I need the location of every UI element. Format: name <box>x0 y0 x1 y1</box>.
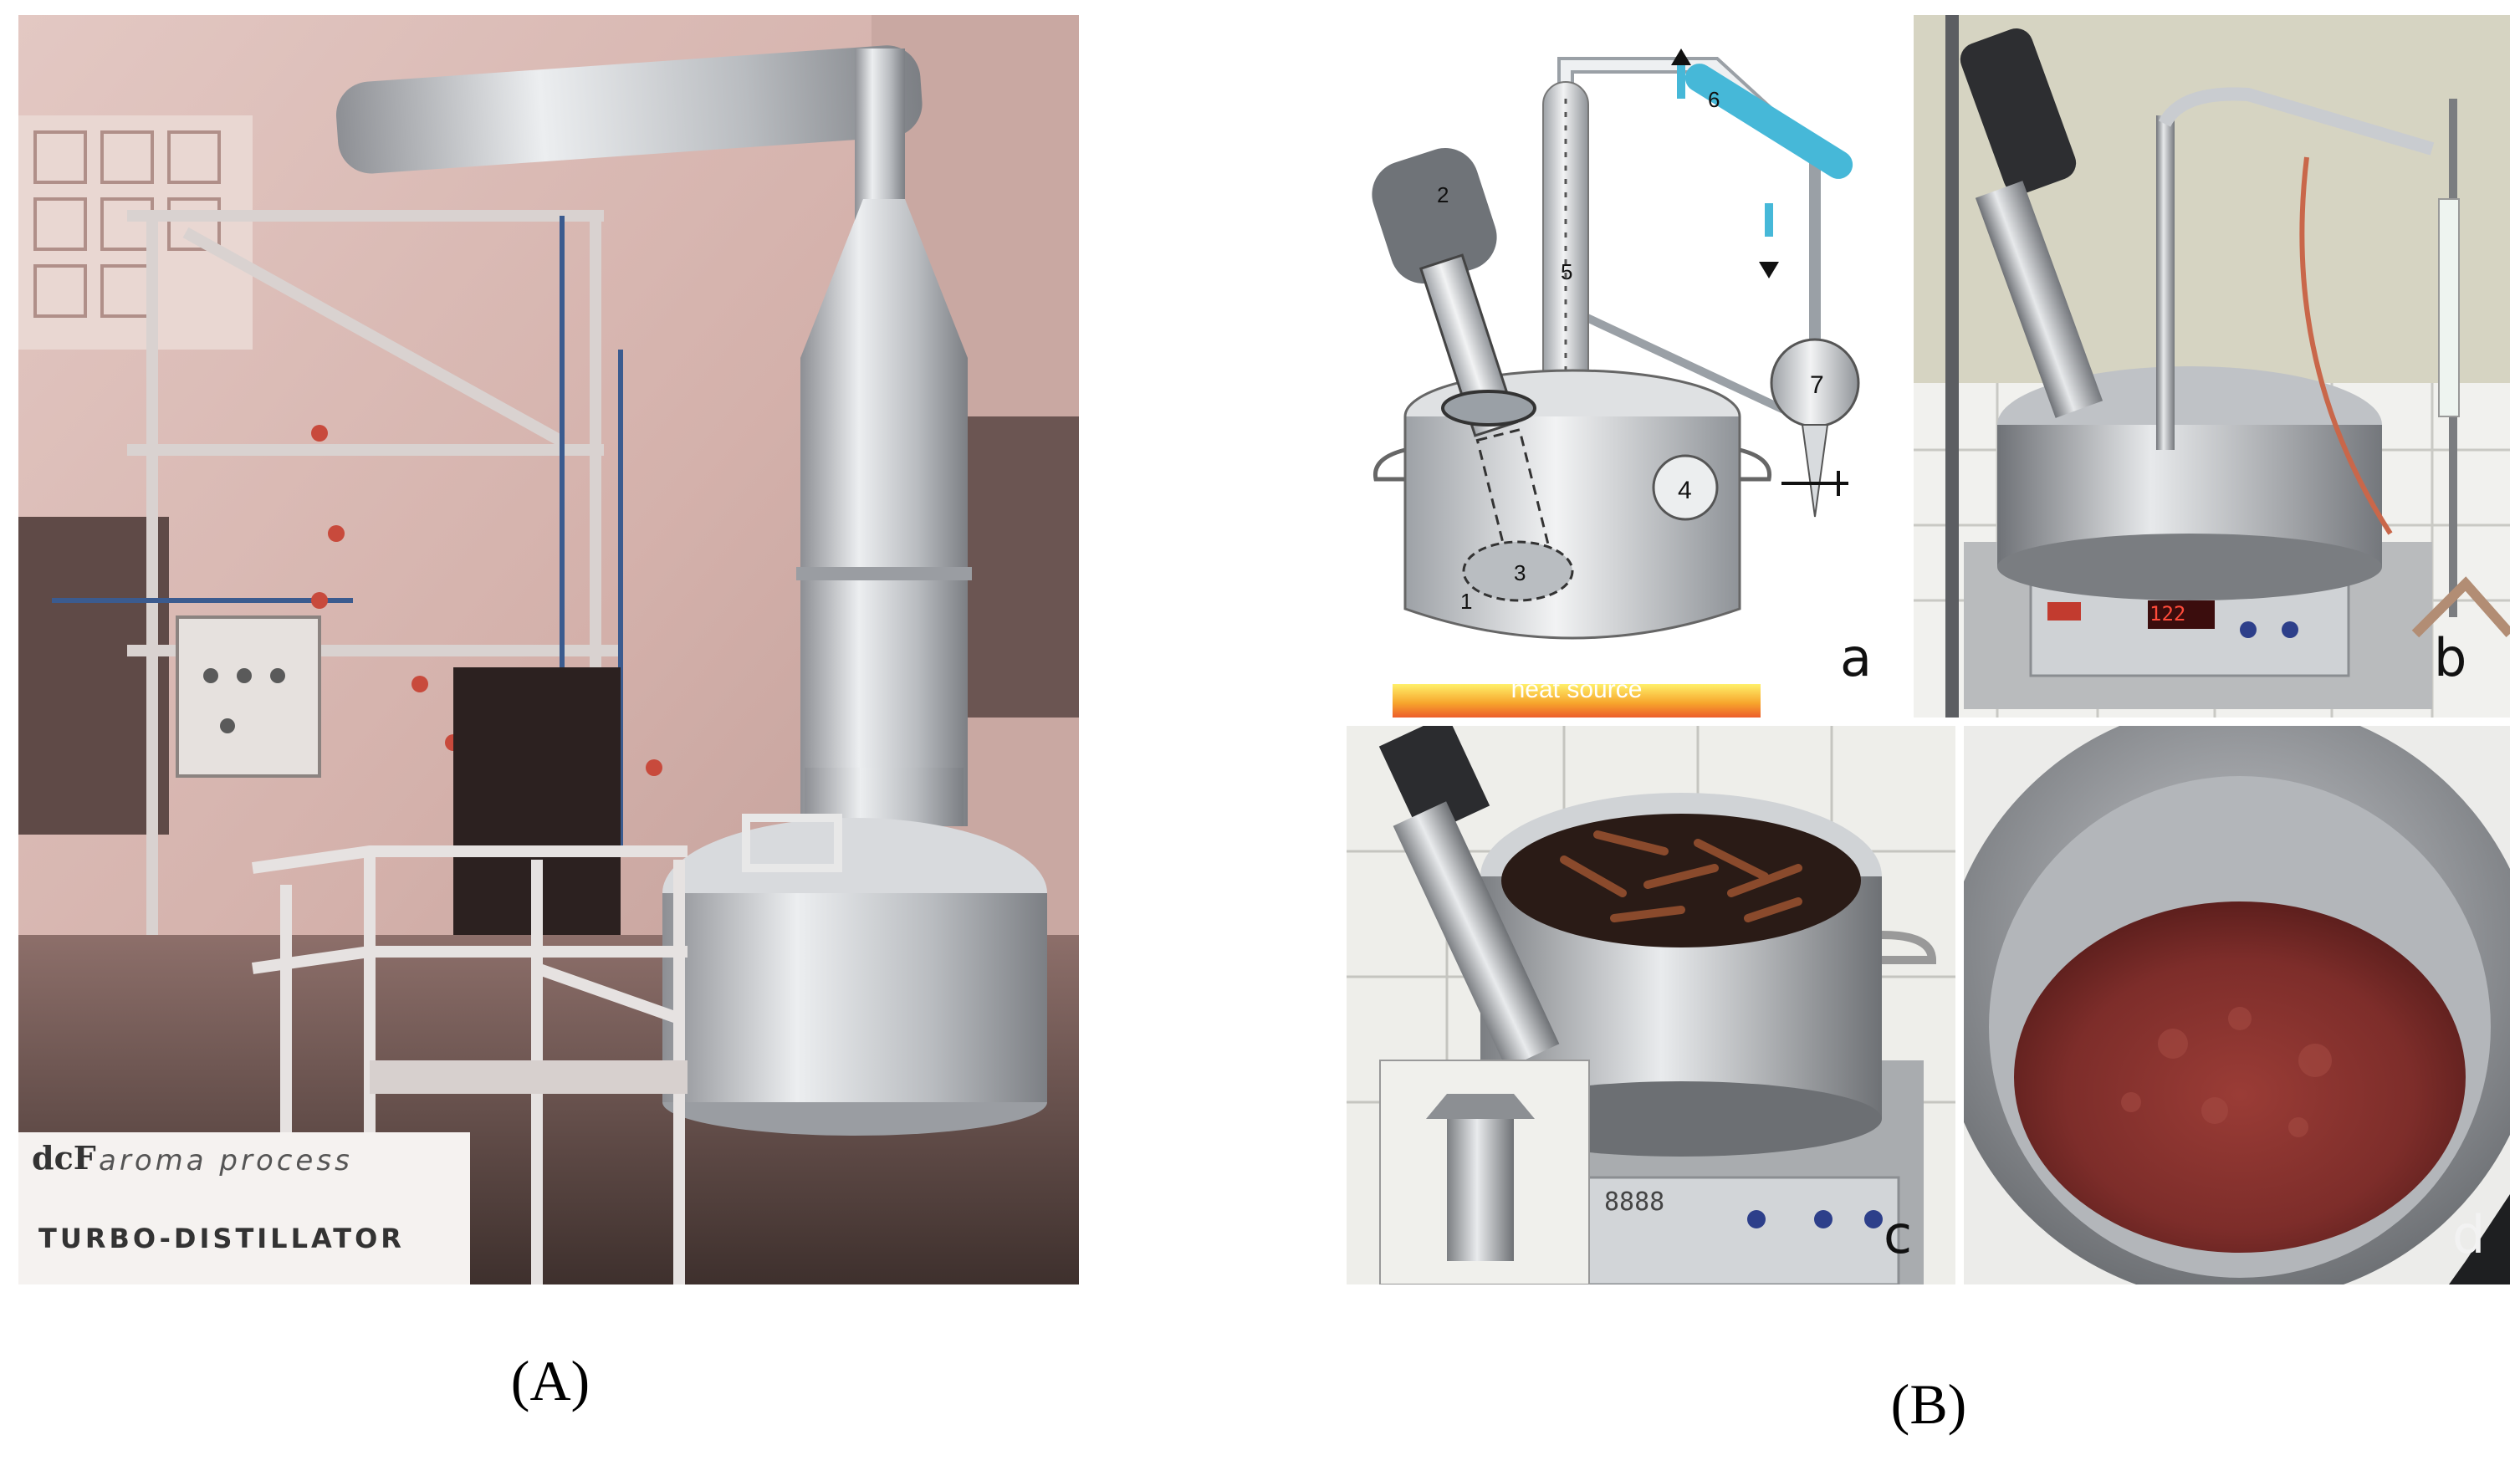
panel-letter-a: a <box>1840 627 1872 688</box>
logo-subtitle: aroma process <box>99 1144 353 1177</box>
dcf-logo: dcF <box>32 1139 96 1177</box>
hotplate-display-c: 8888 <box>1604 1187 1665 1217</box>
part-label-4: 4 <box>1678 477 1692 504</box>
panel-letter-d: d <box>2452 1204 2486 1265</box>
photo-lab-setup <box>1914 15 2510 718</box>
photo-pot-cinnamon <box>1347 726 1955 1284</box>
part-label-5: 5 <box>1561 259 1573 284</box>
sign-label: TURBO-DISTILLATOR <box>38 1223 405 1254</box>
part-label-2: 2 <box>1437 182 1449 207</box>
part-label-6: 6 <box>1708 87 1720 112</box>
photo-turbo-distillator <box>18 15 1079 1284</box>
heat-source-label: heat source <box>1510 676 1643 703</box>
photo-puree <box>1964 726 2510 1284</box>
part-label-3: 3 <box>1514 560 1526 585</box>
distillation-diagram <box>1347 15 1894 718</box>
caption-b: (B) <box>1890 1372 1967 1436</box>
caption-a: (A) <box>510 1349 590 1412</box>
part-label-1: 1 <box>1460 589 1473 614</box>
panel-letter-b: b <box>2434 627 2467 688</box>
turbo-distillator-sign: dcF aroma process TURBO-DISTILLATOR <box>18 1132 470 1284</box>
part-label-7: 7 <box>1810 371 1824 399</box>
panel-letter-c: c <box>1884 1204 1913 1265</box>
hotplate-display-b: 122 <box>2149 602 2186 626</box>
